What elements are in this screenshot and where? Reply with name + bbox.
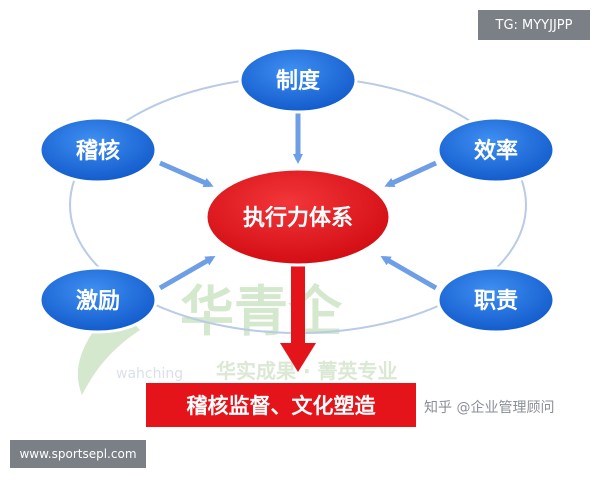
- node-upper-right-label: 效率: [474, 138, 518, 164]
- node-top: 制度: [238, 46, 358, 114]
- watermark-slogan: 华实成果 · 菁英专业: [216, 359, 398, 383]
- node-lower-right: 职责: [436, 266, 556, 334]
- result-arrow-head: [280, 343, 316, 372]
- result-bar: 稽核监督、文化塑造: [146, 383, 416, 427]
- credit-text: 知乎 @企业管理顾问: [424, 399, 554, 416]
- arrow-lower-right-to-center: [380, 255, 438, 291]
- input-arrows: [158, 110, 438, 291]
- arrow-lower-left-to-center: [158, 255, 216, 291]
- node-lower-right-label: 职责: [474, 288, 518, 314]
- node-lower-left-label: 激励: [76, 288, 120, 314]
- node-upper-left-label: 稽核: [76, 138, 120, 164]
- tg-badge: TG: MYYJJPP: [478, 10, 590, 40]
- watermark-latin-text: wahching: [116, 366, 183, 382]
- site-url-label: www.sportsepl.com: [10, 440, 146, 468]
- node-upper-left: 稽核: [38, 116, 158, 184]
- result-arrow: [280, 265, 316, 372]
- result-arrow-shaft: [291, 265, 305, 345]
- arrow-upper-right-to-center: [384, 160, 438, 188]
- center-node-label: 执行力体系: [243, 205, 353, 231]
- node-lower-left: 激励: [38, 266, 158, 334]
- node-top-label: 制度: [276, 68, 321, 94]
- watermark-main-text: 华青企: [180, 280, 343, 343]
- result-bar-label: 稽核监督、文化塑造: [187, 394, 377, 418]
- center-node: 执行力体系: [204, 167, 392, 267]
- node-upper-right: 效率: [436, 116, 556, 184]
- arrow-upper-left-to-center: [158, 160, 214, 188]
